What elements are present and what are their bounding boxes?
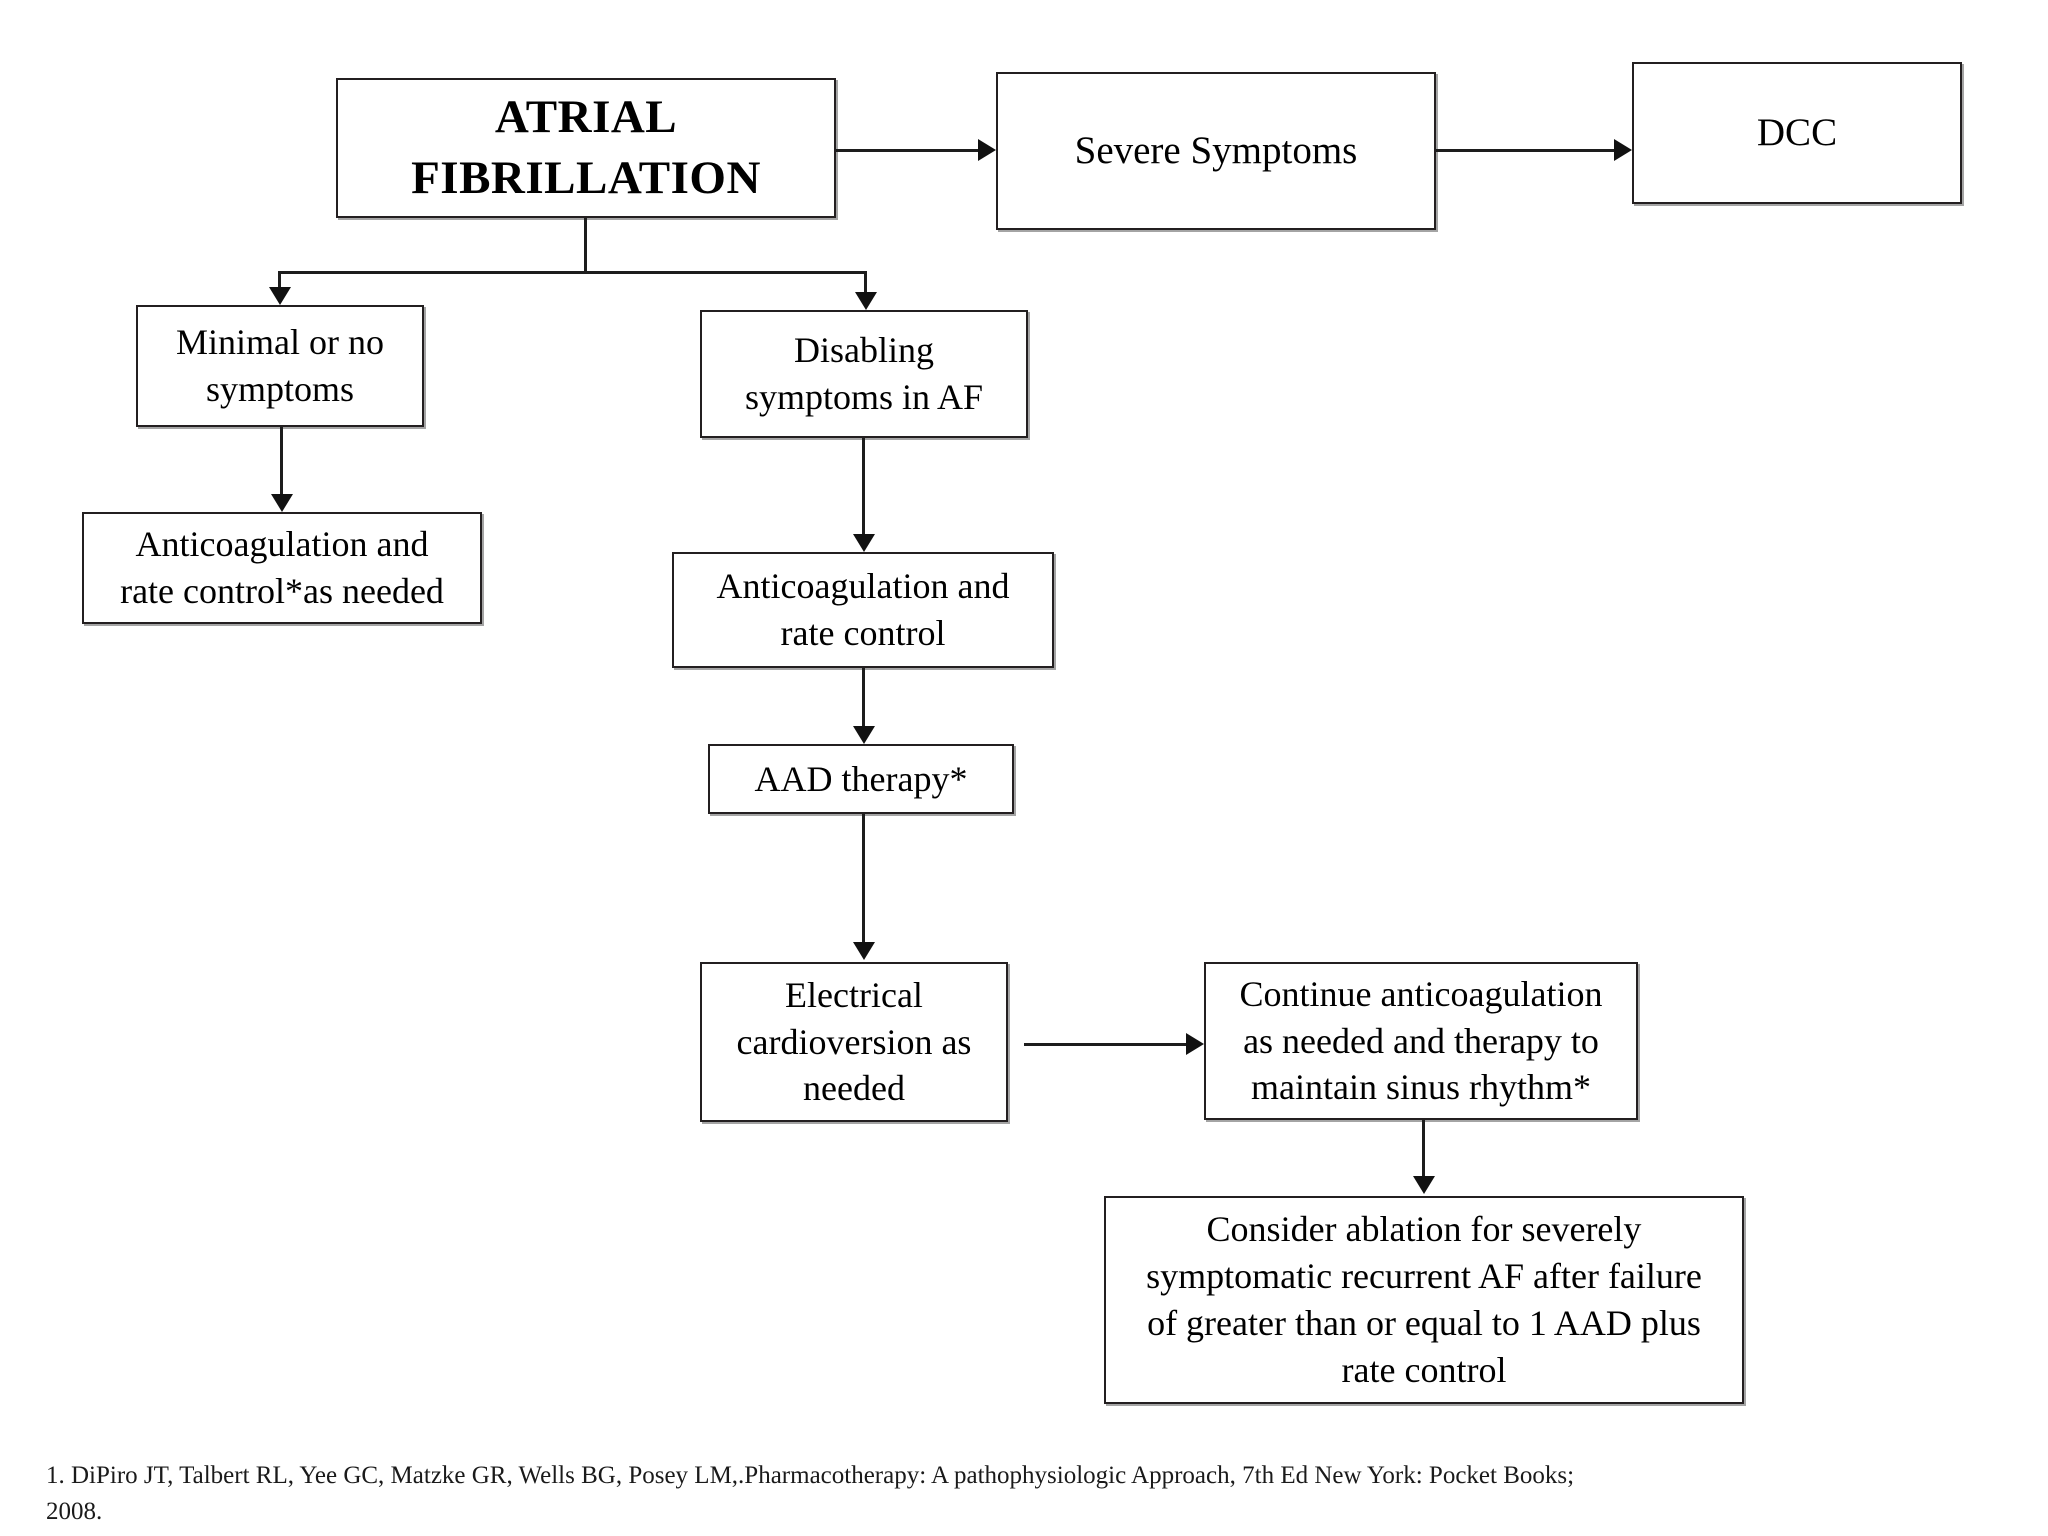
edge-aad-to-ecv-line (862, 814, 865, 944)
edge-af-to-minimal-arrowhead (269, 287, 291, 305)
edge-af-to-disabling-line (864, 271, 867, 293)
node-atrial-fibrillation: ATRIAL FIBRILLATION (336, 78, 836, 218)
edge-ecv-to-continue-line (1024, 1043, 1186, 1046)
node-severe-symptoms: Severe Symptoms (996, 72, 1436, 230)
edge-anticoag2-to-aad-arrowhead (853, 726, 875, 744)
edge-af-to-severe-line (836, 149, 978, 152)
node-anticoagulation-rate-control-as-needed-label: Anticoagulation and rate control*as need… (120, 524, 444, 611)
node-dcc-label: DCC (1756, 110, 1838, 154)
node-electrical-cardioversion-label: Electrical cardioversion as needed (736, 974, 972, 1109)
edge-minimal-to-anticoag1-line (280, 427, 283, 495)
edge-continue-to-ablation-arrowhead (1413, 1176, 1435, 1194)
edge-disabling-to-anticoag2-line (862, 438, 865, 536)
node-aad-therapy: AAD therapy* (708, 744, 1014, 814)
node-severe-symptoms-label: Severe Symptoms (1074, 128, 1358, 172)
node-electrical-cardioversion: Electrical cardioversion as needed (700, 962, 1008, 1122)
edge-disabling-to-anticoag2-arrowhead (853, 534, 875, 552)
node-minimal-or-no-symptoms: Minimal or no symptoms (136, 305, 424, 427)
node-minimal-or-no-symptoms-label: Minimal or no symptoms (176, 322, 384, 409)
citation-footnote: 1. DiPiro JT, Talbert RL, Yee GC, Matzke… (46, 1462, 1575, 1525)
node-continue-anticoagulation: Continue anticoagulation as needed and t… (1204, 962, 1638, 1120)
node-anticoagulation-rate-control: Anticoagulation and rate control (672, 552, 1054, 668)
edge-af-split-bar (278, 271, 866, 274)
edge-af-split-stem (584, 218, 587, 274)
node-disabling-symptoms-in-af: Disabling symptoms in AF (700, 310, 1028, 438)
edge-af-to-severe-arrowhead (978, 139, 996, 161)
edge-aad-to-ecv-arrowhead (853, 942, 875, 960)
edge-severe-to-dcc-line (1436, 149, 1614, 152)
node-disabling-symptoms-in-af-label: Disabling symptoms in AF (744, 330, 984, 417)
node-anticoagulation-rate-control-as-needed: Anticoagulation and rate control*as need… (82, 512, 482, 624)
edge-severe-to-dcc-arrowhead (1614, 139, 1632, 161)
node-dcc: DCC (1632, 62, 1962, 204)
edge-af-to-disabling-arrowhead (855, 292, 877, 310)
edge-minimal-to-anticoag1-arrowhead (271, 494, 293, 512)
edge-anticoag2-to-aad-line (862, 668, 865, 728)
node-consider-ablation-label: Consider ablation for severely symptomat… (1146, 1209, 1702, 1390)
node-anticoagulation-rate-control-label: Anticoagulation and rate control (716, 566, 1010, 653)
edge-af-to-minimal-line (278, 271, 281, 291)
node-aad-therapy-label: AAD therapy* (754, 758, 968, 799)
node-continue-anticoagulation-label: Continue anticoagulation as needed and t… (1239, 973, 1603, 1108)
node-atrial-fibrillation-label: ATRIAL FIBRILLATION (411, 90, 761, 204)
edge-ecv-to-continue-arrowhead (1186, 1033, 1204, 1055)
edge-continue-to-ablation-line (1422, 1120, 1425, 1178)
node-consider-ablation: Consider ablation for severely symptomat… (1104, 1196, 1744, 1404)
